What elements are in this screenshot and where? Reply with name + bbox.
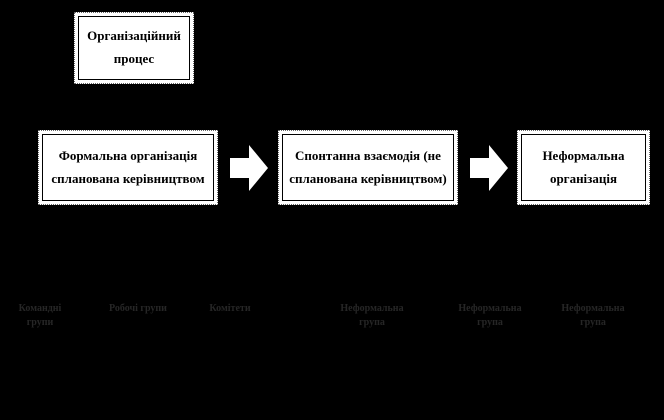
- box-spontaneous-interaction-label: Спонтанна взаємодія (не спланована керів…: [282, 134, 454, 201]
- right-block-arrow-icon: [470, 145, 508, 191]
- group-label-informal-group: Неформальна група: [458, 303, 522, 328]
- group-label-informal-group: Неформальна група: [561, 303, 625, 328]
- group-label-informal-group: Неформальна група: [340, 303, 404, 328]
- box-organizational-process-label: Організаційний процес: [78, 16, 190, 80]
- group-label-command-groups: Командні групи: [18, 303, 62, 328]
- box-informal-organization: Неформальна організація: [517, 130, 650, 205]
- box-spontaneous-interaction: Спонтанна взаємодія (не спланована керів…: [278, 130, 458, 205]
- box-informal-organization-label: Неформальна організація: [521, 134, 646, 201]
- box-organizational-process: Організаційний процес: [74, 12, 194, 84]
- box-formal-organization-label: Формальна організація спланована керівни…: [42, 134, 214, 201]
- group-label-working-groups: Робочі групи: [109, 303, 167, 314]
- right-block-arrow-icon: [230, 145, 268, 191]
- group-label-committees: Комітети: [209, 303, 251, 314]
- box-formal-organization: Формальна організація спланована керівни…: [38, 130, 218, 205]
